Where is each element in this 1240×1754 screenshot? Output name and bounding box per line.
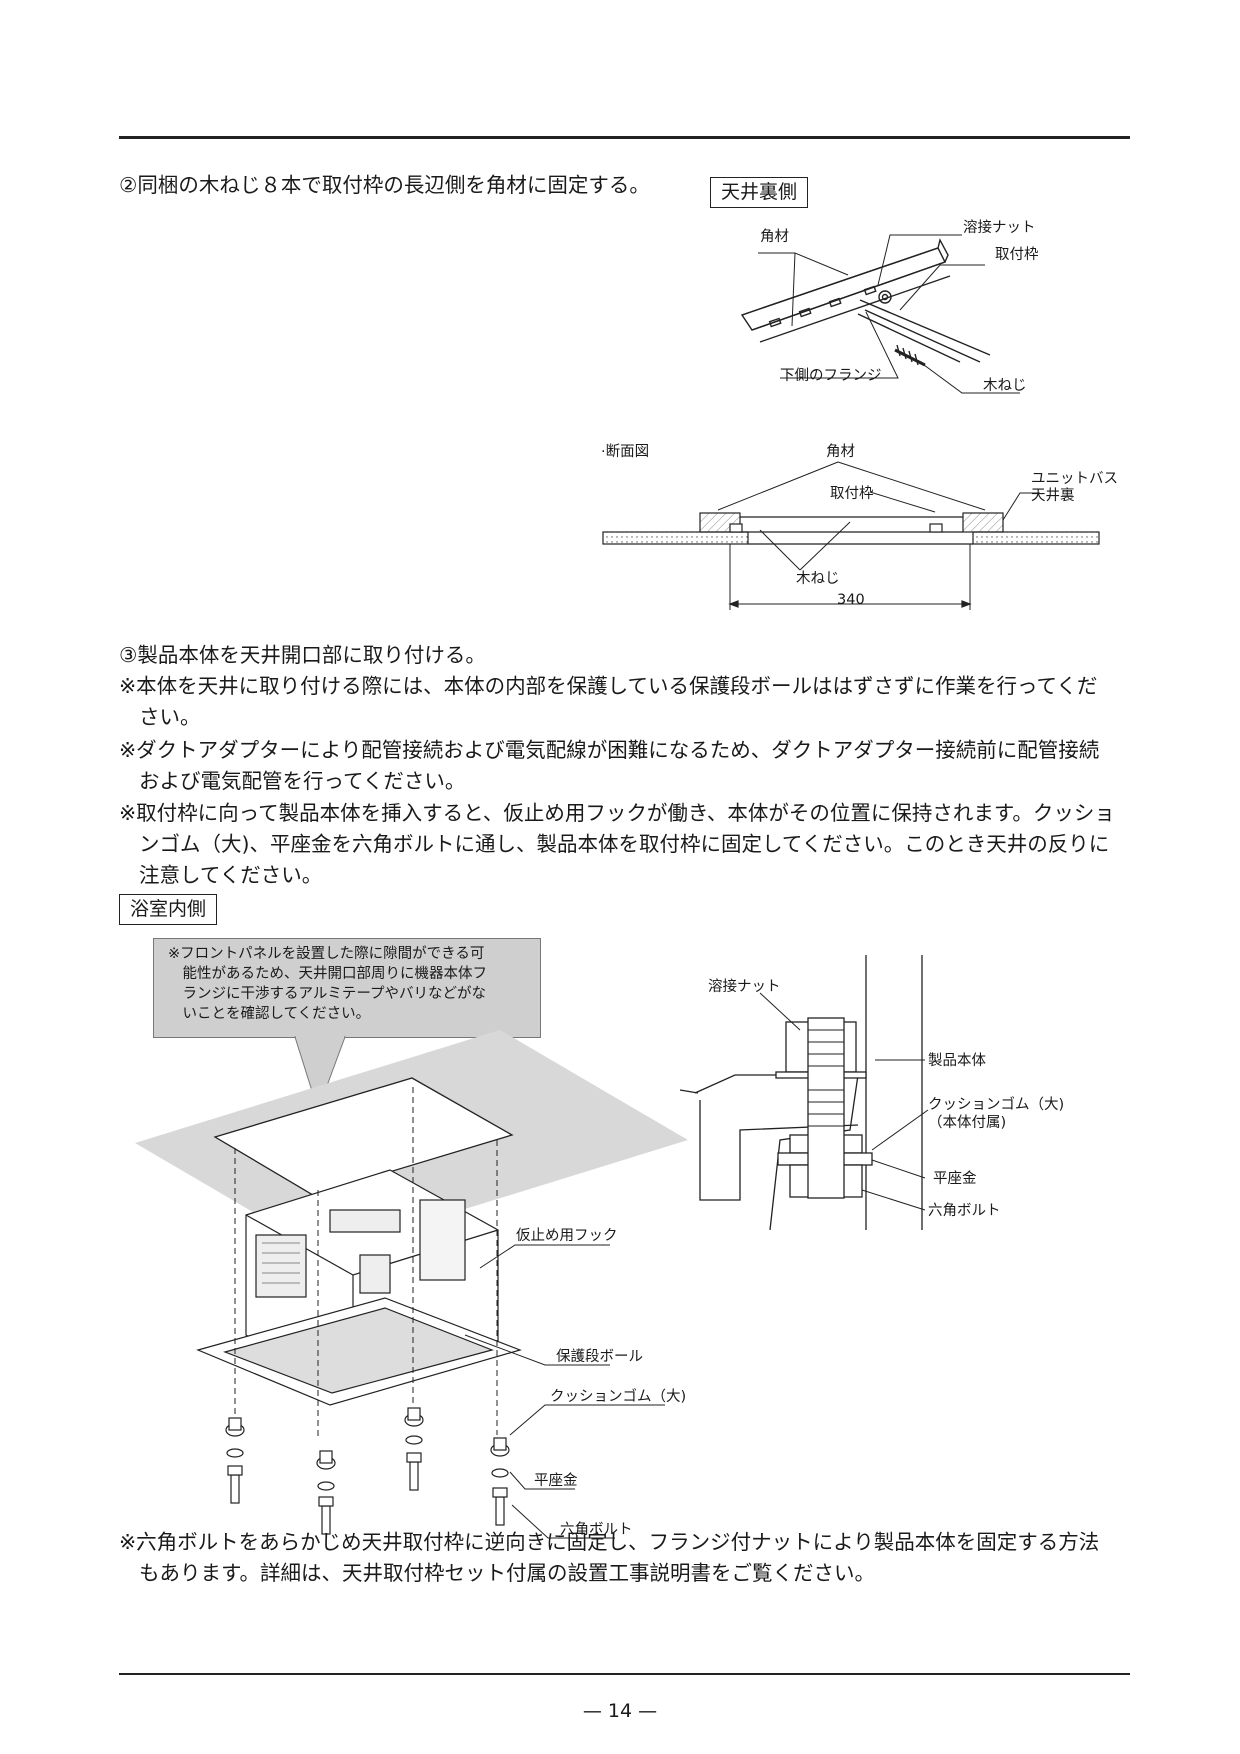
detail-washer: 平座金 xyxy=(933,1171,977,1187)
label-toritsukewaku: 取付枠 xyxy=(995,247,1039,263)
detail-bolt: 六角ボルト xyxy=(928,1203,1001,1219)
section-unit-bath-2: 天井裏 xyxy=(1031,488,1075,504)
ceiling-back-title: 天井裏側 xyxy=(710,177,809,208)
bathroom-title: 浴室内側 xyxy=(119,894,218,925)
section-kineji: 木ねじ xyxy=(796,571,840,587)
callout-note: ※フロントパネルを設置した際に隙間ができる可 能性があるため、天井開口部周りに機… xyxy=(153,938,541,1038)
step2-text: ②同梱の木ねじ８本で取付枠の長辺側を角材に固定する。 xyxy=(119,173,650,197)
label-cushion: クッションゴム（大) xyxy=(550,1389,687,1405)
bottom-rule xyxy=(119,1673,1130,1675)
note1-line2: さい。 xyxy=(139,705,201,729)
top-rule xyxy=(119,136,1130,139)
note3-line2: ンゴム（大)、平座金を六角ボルトに通し、製品本体を取付枠に固定してください。この… xyxy=(139,832,1110,856)
section-toritsukewaku: 取付枠 xyxy=(830,486,874,502)
label-lower-flange: 下側のフランジ xyxy=(780,368,882,384)
section-dimension: 340 xyxy=(837,592,865,608)
note3-line3: 注意してください。 xyxy=(139,863,323,887)
product-install-figure xyxy=(135,1030,688,1539)
note2-line1: ※ダクトアダプターにより配管接続および電気配線が困難になるため、ダクトアダプター… xyxy=(119,738,1100,762)
footer-note-line2: もあります。詳細は、天井取付枠セット付属の設置工事説明書をご覧ください。 xyxy=(139,1561,875,1585)
section-title: ·断面図 xyxy=(601,444,650,460)
detail-figure xyxy=(679,955,929,1231)
detail-yosetsu-nut: 溶接ナット xyxy=(708,979,781,995)
note2-line2: および電気配管を行ってください。 xyxy=(139,769,466,793)
section-figure xyxy=(602,461,1100,610)
note1-line1: ※本体を天井に取り付ける際には、本体の内部を保護している保護段ボールははずさずに… xyxy=(119,674,1098,698)
label-hook: 仮止め用フック xyxy=(516,1228,618,1244)
footer-note-line1: ※六角ボルトをあらかじめ天井取付枠に逆向きに固定し、フランジ付ナットにより製品本… xyxy=(119,1530,1100,1554)
section-kakuzai: 角材 xyxy=(826,444,855,460)
label-kineji: 木ねじ xyxy=(983,378,1027,394)
detail-cushion-2: （本体付属) xyxy=(928,1115,1007,1131)
detail-body: 製品本体 xyxy=(928,1053,986,1069)
section-unit-bath-1: ユニットバス xyxy=(1031,471,1118,487)
page-number: — 14 — xyxy=(582,1700,658,1722)
label-cardboard: 保護段ボール xyxy=(556,1349,643,1365)
note3-line1: ※取付枠に向って製品本体を挿入すると、仮止め用フックが働き、本体がその位置に保持… xyxy=(119,801,1115,825)
ceiling-back-figure xyxy=(740,234,1020,394)
label-yosetsu-nut: 溶接ナット xyxy=(963,220,1036,236)
label-bolt: 六角ボルト xyxy=(560,1522,633,1538)
label-washer: 平座金 xyxy=(534,1473,578,1489)
label-kakuzai: 角材 xyxy=(760,229,789,245)
detail-cushion-1: クッションゴム（大) xyxy=(928,1097,1065,1113)
step3-text: ③製品本体を天井開口部に取り付ける。 xyxy=(119,643,486,667)
